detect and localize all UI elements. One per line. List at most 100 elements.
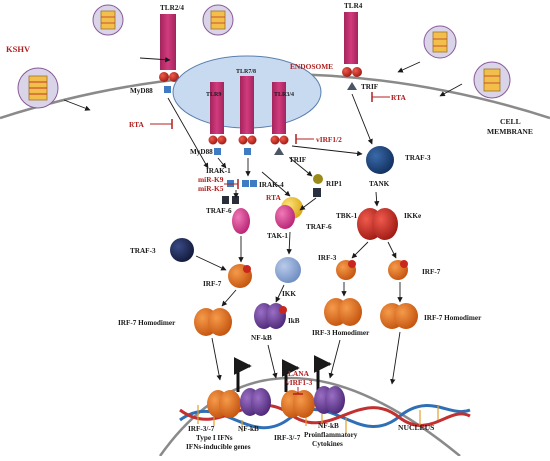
irf3-homodimer-label: IRF-3 Homodimer (312, 329, 370, 337)
virus-icon-right (473, 61, 511, 99)
myd88-endo-label: MyD88 (190, 148, 213, 156)
ifn-genes-label: IFNs-inducible genes (186, 443, 251, 451)
mirk9-label: miR-K9 (198, 175, 224, 184)
tlr9-receptor (210, 82, 224, 134)
traf3-right-label: TRAF-3 (405, 154, 431, 162)
irak1-label: IRAK-1 (206, 167, 231, 175)
tak1-label: TAK-1 (267, 232, 288, 240)
irf7-left-label: IRF-7 (203, 280, 222, 288)
irak4-square-b (250, 180, 257, 187)
ikk-node (275, 257, 301, 283)
traf6-square-b (232, 196, 239, 204)
tlr34-receptor (272, 82, 286, 134)
endosome-label: ENDOSOME (290, 62, 333, 71)
trif-endo-label: TRIF (289, 156, 307, 164)
trif-triangle-top (347, 82, 357, 90)
trif-triangle-endo (274, 147, 284, 155)
irf37-right-label: IRF-3/-7 (274, 434, 301, 442)
ikke-node (372, 208, 398, 240)
nucleus-membrane (158, 376, 461, 457)
rta-mid-label: RTA (266, 193, 281, 202)
nfkb-left-node-b (251, 388, 271, 416)
lana-label: LANA (288, 369, 310, 378)
ikke-label: IKKe (404, 212, 421, 220)
rip1-square (313, 188, 321, 197)
traf6-left-label: TRAF-6 (206, 207, 232, 215)
irak4-label: IRAK-4 (259, 181, 284, 189)
ikb-label: IkB (288, 317, 300, 325)
tlr4-label: TLR4 (344, 2, 363, 10)
irf7-left-phospho (243, 265, 251, 273)
trif-top-label: TRIF (361, 83, 379, 91)
irf7-homodimer-right-label: IRF-7 Homodimer (424, 314, 482, 322)
ikk-label: IKK (282, 290, 296, 298)
signaling-arrows (63, 56, 463, 385)
myd88-adapter-top-b (169, 72, 179, 82)
nfkb-right-node-b (325, 386, 345, 414)
ikb-phospho (279, 306, 287, 314)
traf6-square-a (222, 196, 229, 204)
rip1-node (313, 174, 323, 184)
virus-icon-top-right (423, 25, 457, 59)
nfkb-left-label: NF-kB (238, 425, 259, 433)
traf3-left-label: TRAF-3 (130, 247, 156, 255)
traf6-right-node (275, 205, 295, 229)
rta-left-label: RTA (129, 120, 144, 129)
traf3-right-node (366, 146, 394, 174)
tlr78-label: TLR7/8 (236, 69, 256, 75)
cell-membrane-label-2: MEMBRANE (487, 127, 533, 136)
tlr24-receptor (160, 14, 176, 70)
rta-right-label: RTA (391, 93, 406, 102)
myd88-square-top (164, 86, 171, 93)
adapter-tlr9-b (217, 135, 227, 145)
irf7-homodimer-left-label: IRF-7 Homodimer (118, 319, 176, 327)
adapter-tlr34-a (270, 135, 280, 145)
irf37-left-label: IRF-3/-7 (188, 425, 215, 433)
traf6-right-label: TRAF-6 (306, 223, 332, 231)
tbk1-label: TBK-1 (336, 212, 358, 220)
proinflammatory-label: Proinflammatory (304, 431, 358, 439)
virus-icon-top-center (202, 4, 234, 36)
virf3-label: vIRF1-3 (286, 378, 313, 387)
nfkb-right-label: NF-kB (318, 422, 339, 430)
irak4-square-a (242, 180, 249, 187)
rip1-label: RIP1 (326, 180, 342, 188)
myd88-square-tlr9 (214, 148, 221, 155)
myd88-adapter-top-a (159, 72, 169, 82)
myd88-square-tlr78 (244, 148, 251, 155)
kshv-virus-icon (17, 67, 59, 109)
virf12-label: vIRF1/2 (316, 135, 342, 144)
tlr78-receptor (240, 76, 254, 134)
traf6-left-node (232, 208, 250, 234)
tlr24-label: TLR2/4 (160, 4, 184, 12)
adapter-tlr9-a (208, 135, 218, 145)
mirk5-label: miR-K5 (198, 184, 224, 193)
virus-icon-top-left (92, 4, 124, 36)
irf3-label: IRF-3 (318, 254, 337, 262)
traf3-left-node (170, 238, 194, 262)
irf3-phospho (348, 260, 356, 268)
cell-membrane-label-1: CELL (500, 117, 521, 126)
irf7-right-label: IRF-7 (422, 268, 441, 276)
irf3-homodimer-b (338, 298, 362, 326)
irf7-right-phospho (400, 260, 408, 268)
trif-adapter-top-a (342, 67, 352, 77)
trif-adapter-top-b (352, 67, 362, 77)
tank-label: TANK (369, 180, 390, 188)
type1-ifn-label: Type I IFNs (196, 434, 233, 442)
nfkb-mid-label: NF-kB (251, 334, 272, 342)
cytokines-label: Cytokines (312, 440, 343, 448)
tlr9-label: TLR9 (206, 92, 221, 98)
irf37-left-node-b (219, 390, 241, 418)
irf7-homodimer-right-b (394, 303, 418, 329)
kshv-label: KSHV (6, 44, 31, 54)
tlr4-receptor (344, 12, 358, 64)
adapter-tlr78-a (238, 135, 248, 145)
irf37-right-node-b (293, 390, 315, 418)
nucleus-label: NUCLEUS (398, 423, 434, 432)
tlr34-label: TLR3/4 (274, 92, 294, 98)
irf7-homodimer-left-b (208, 308, 232, 336)
adapter-tlr34-b (279, 135, 289, 145)
